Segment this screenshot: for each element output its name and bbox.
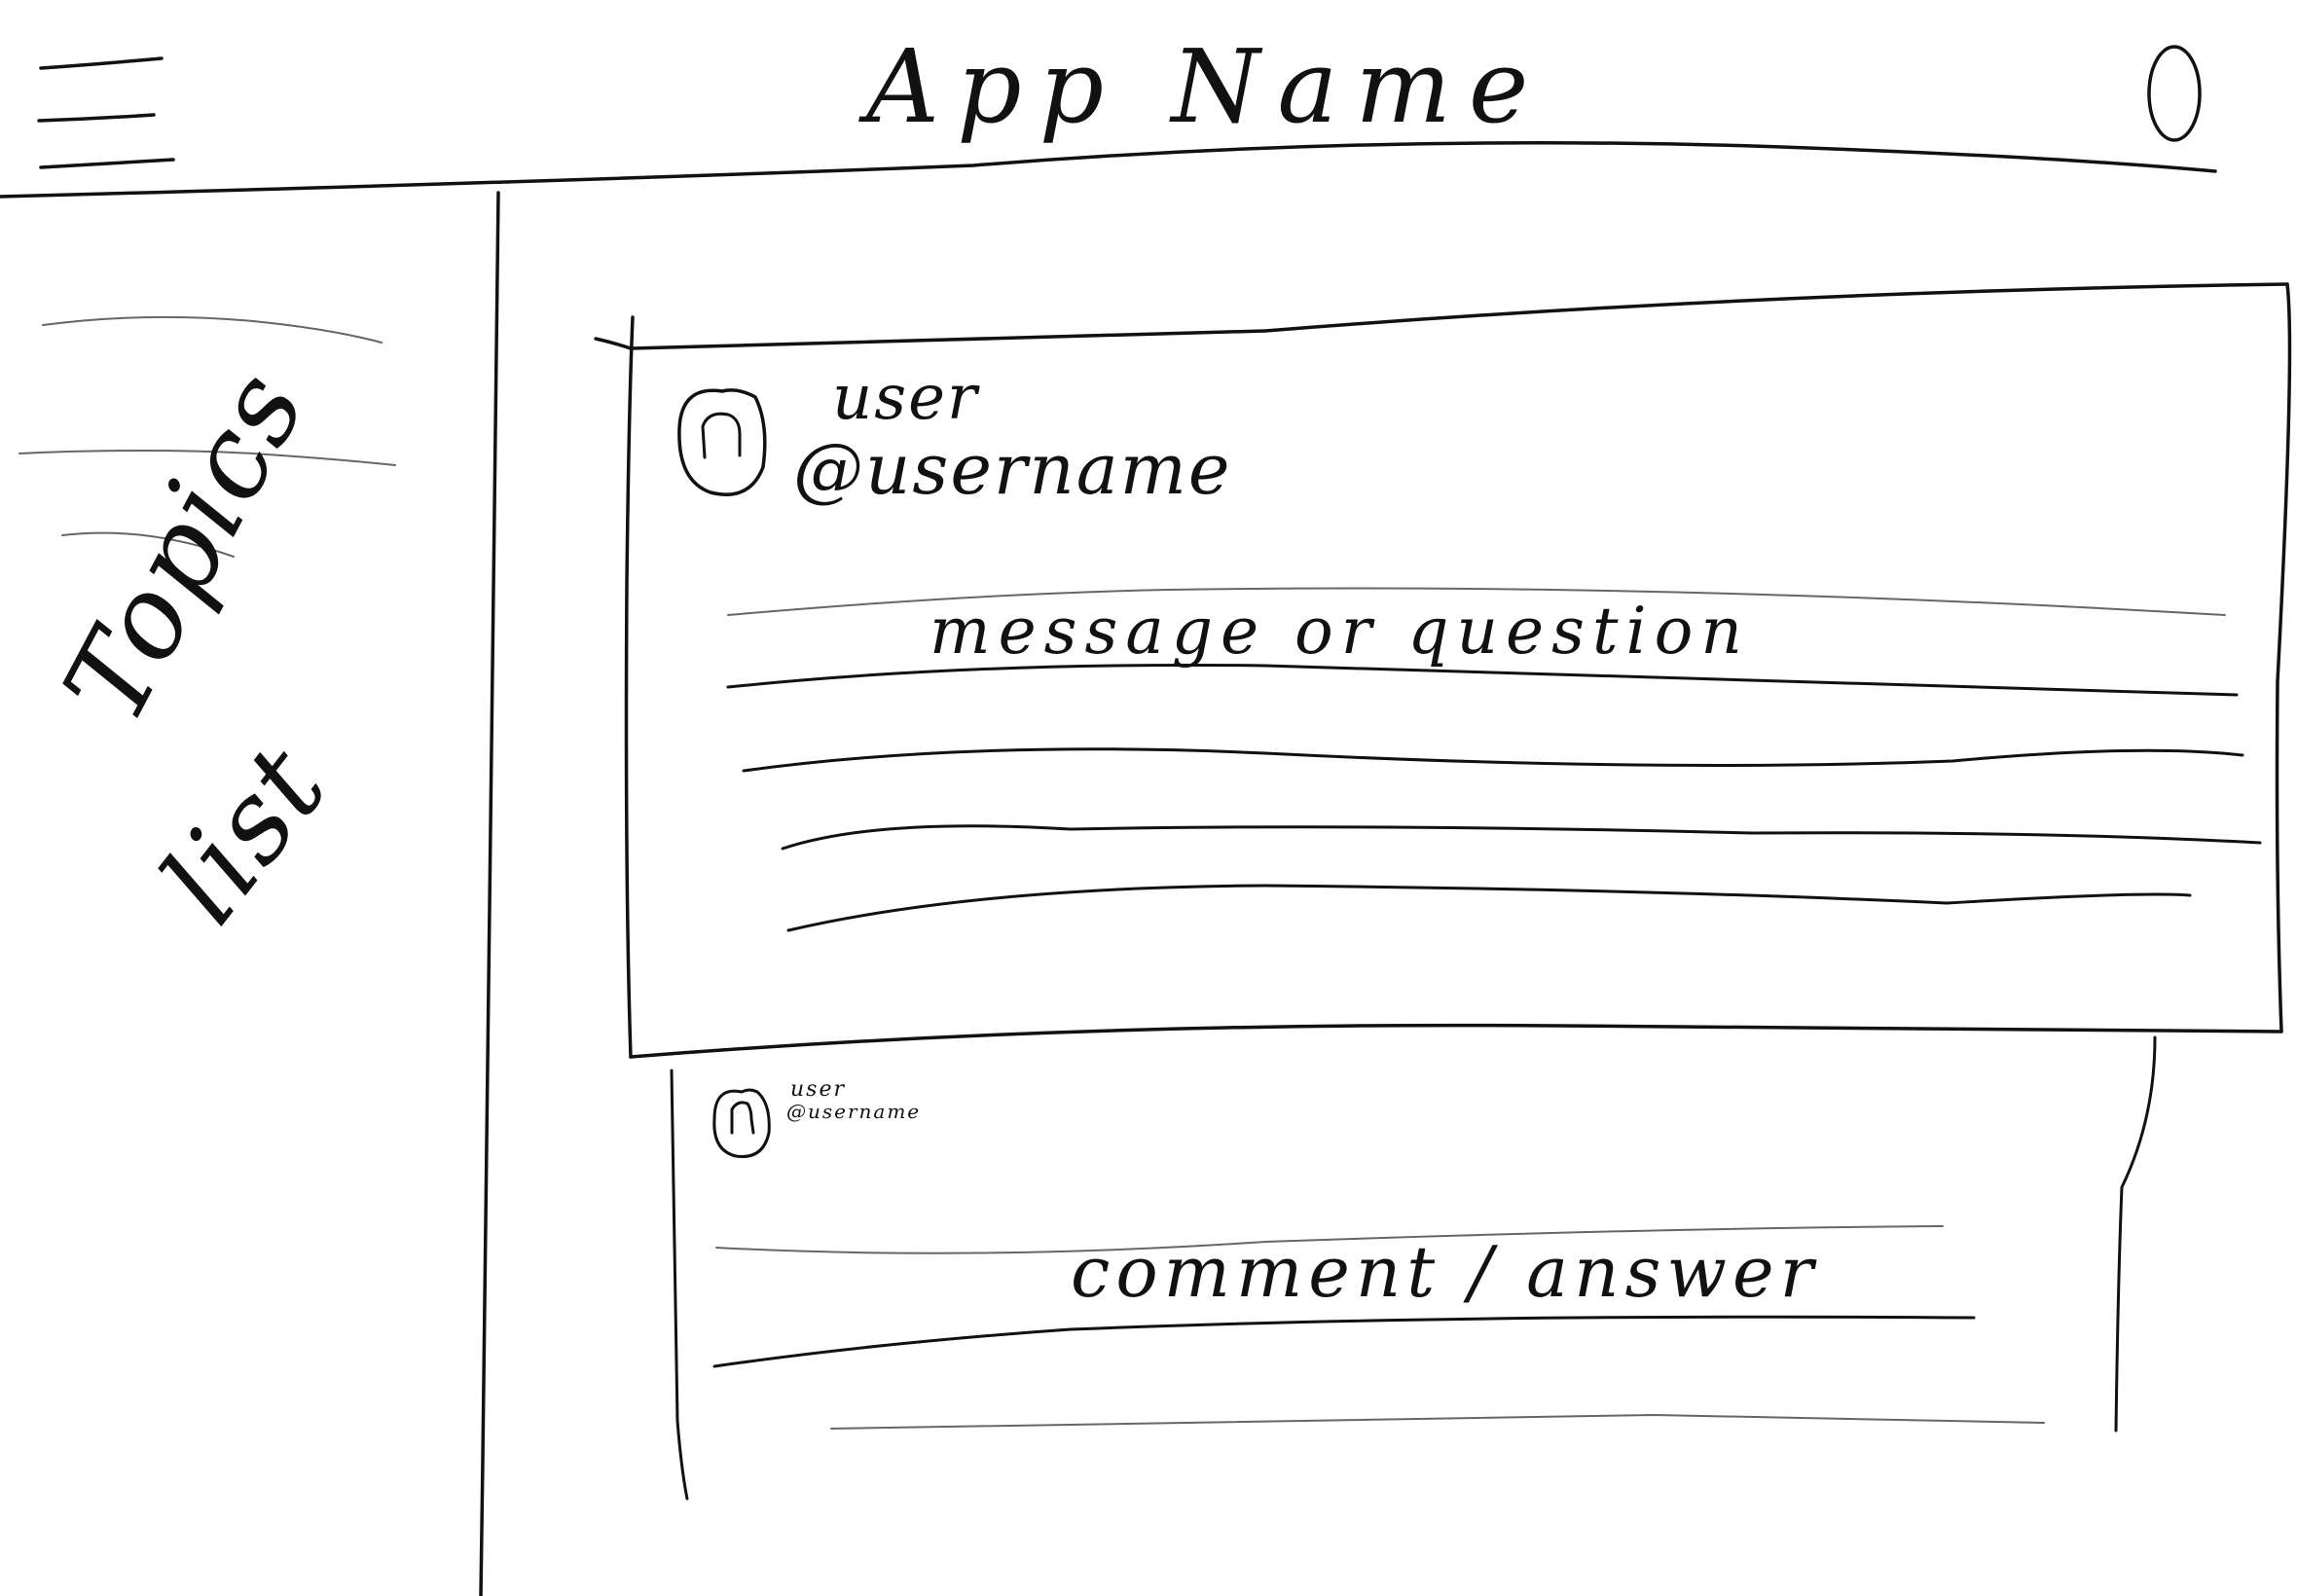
comment-text-lines xyxy=(712,1225,2045,1430)
sidebar-topic-item[interactable] xyxy=(42,315,383,344)
user-avatar-icon xyxy=(677,388,767,496)
post-user-name: user xyxy=(832,362,979,434)
comment-card-border xyxy=(670,1035,2157,1501)
hamburger-menu-icon[interactable] xyxy=(37,56,175,169)
post-message-lines xyxy=(726,587,2262,932)
comment-user-name: user xyxy=(790,1077,846,1102)
comment-text: comment / answer xyxy=(1071,1231,1820,1313)
post-user-handle[interactable]: @username xyxy=(793,428,1232,510)
post-card-border xyxy=(594,282,2292,1059)
sidebar-topic-item[interactable] xyxy=(18,450,396,466)
user-avatar-icon xyxy=(712,1088,771,1158)
sidebar-divider xyxy=(479,191,500,1596)
sidebar-topic-list xyxy=(18,315,396,558)
circle-profile-icon[interactable] xyxy=(2147,45,2202,142)
header-divider xyxy=(0,140,2217,199)
app-title: App Name xyxy=(866,27,1547,146)
sidebar-topic-item[interactable] xyxy=(61,531,235,558)
post-message: message or question xyxy=(930,594,1750,669)
comment-user-handle[interactable]: @username xyxy=(786,1100,922,1123)
